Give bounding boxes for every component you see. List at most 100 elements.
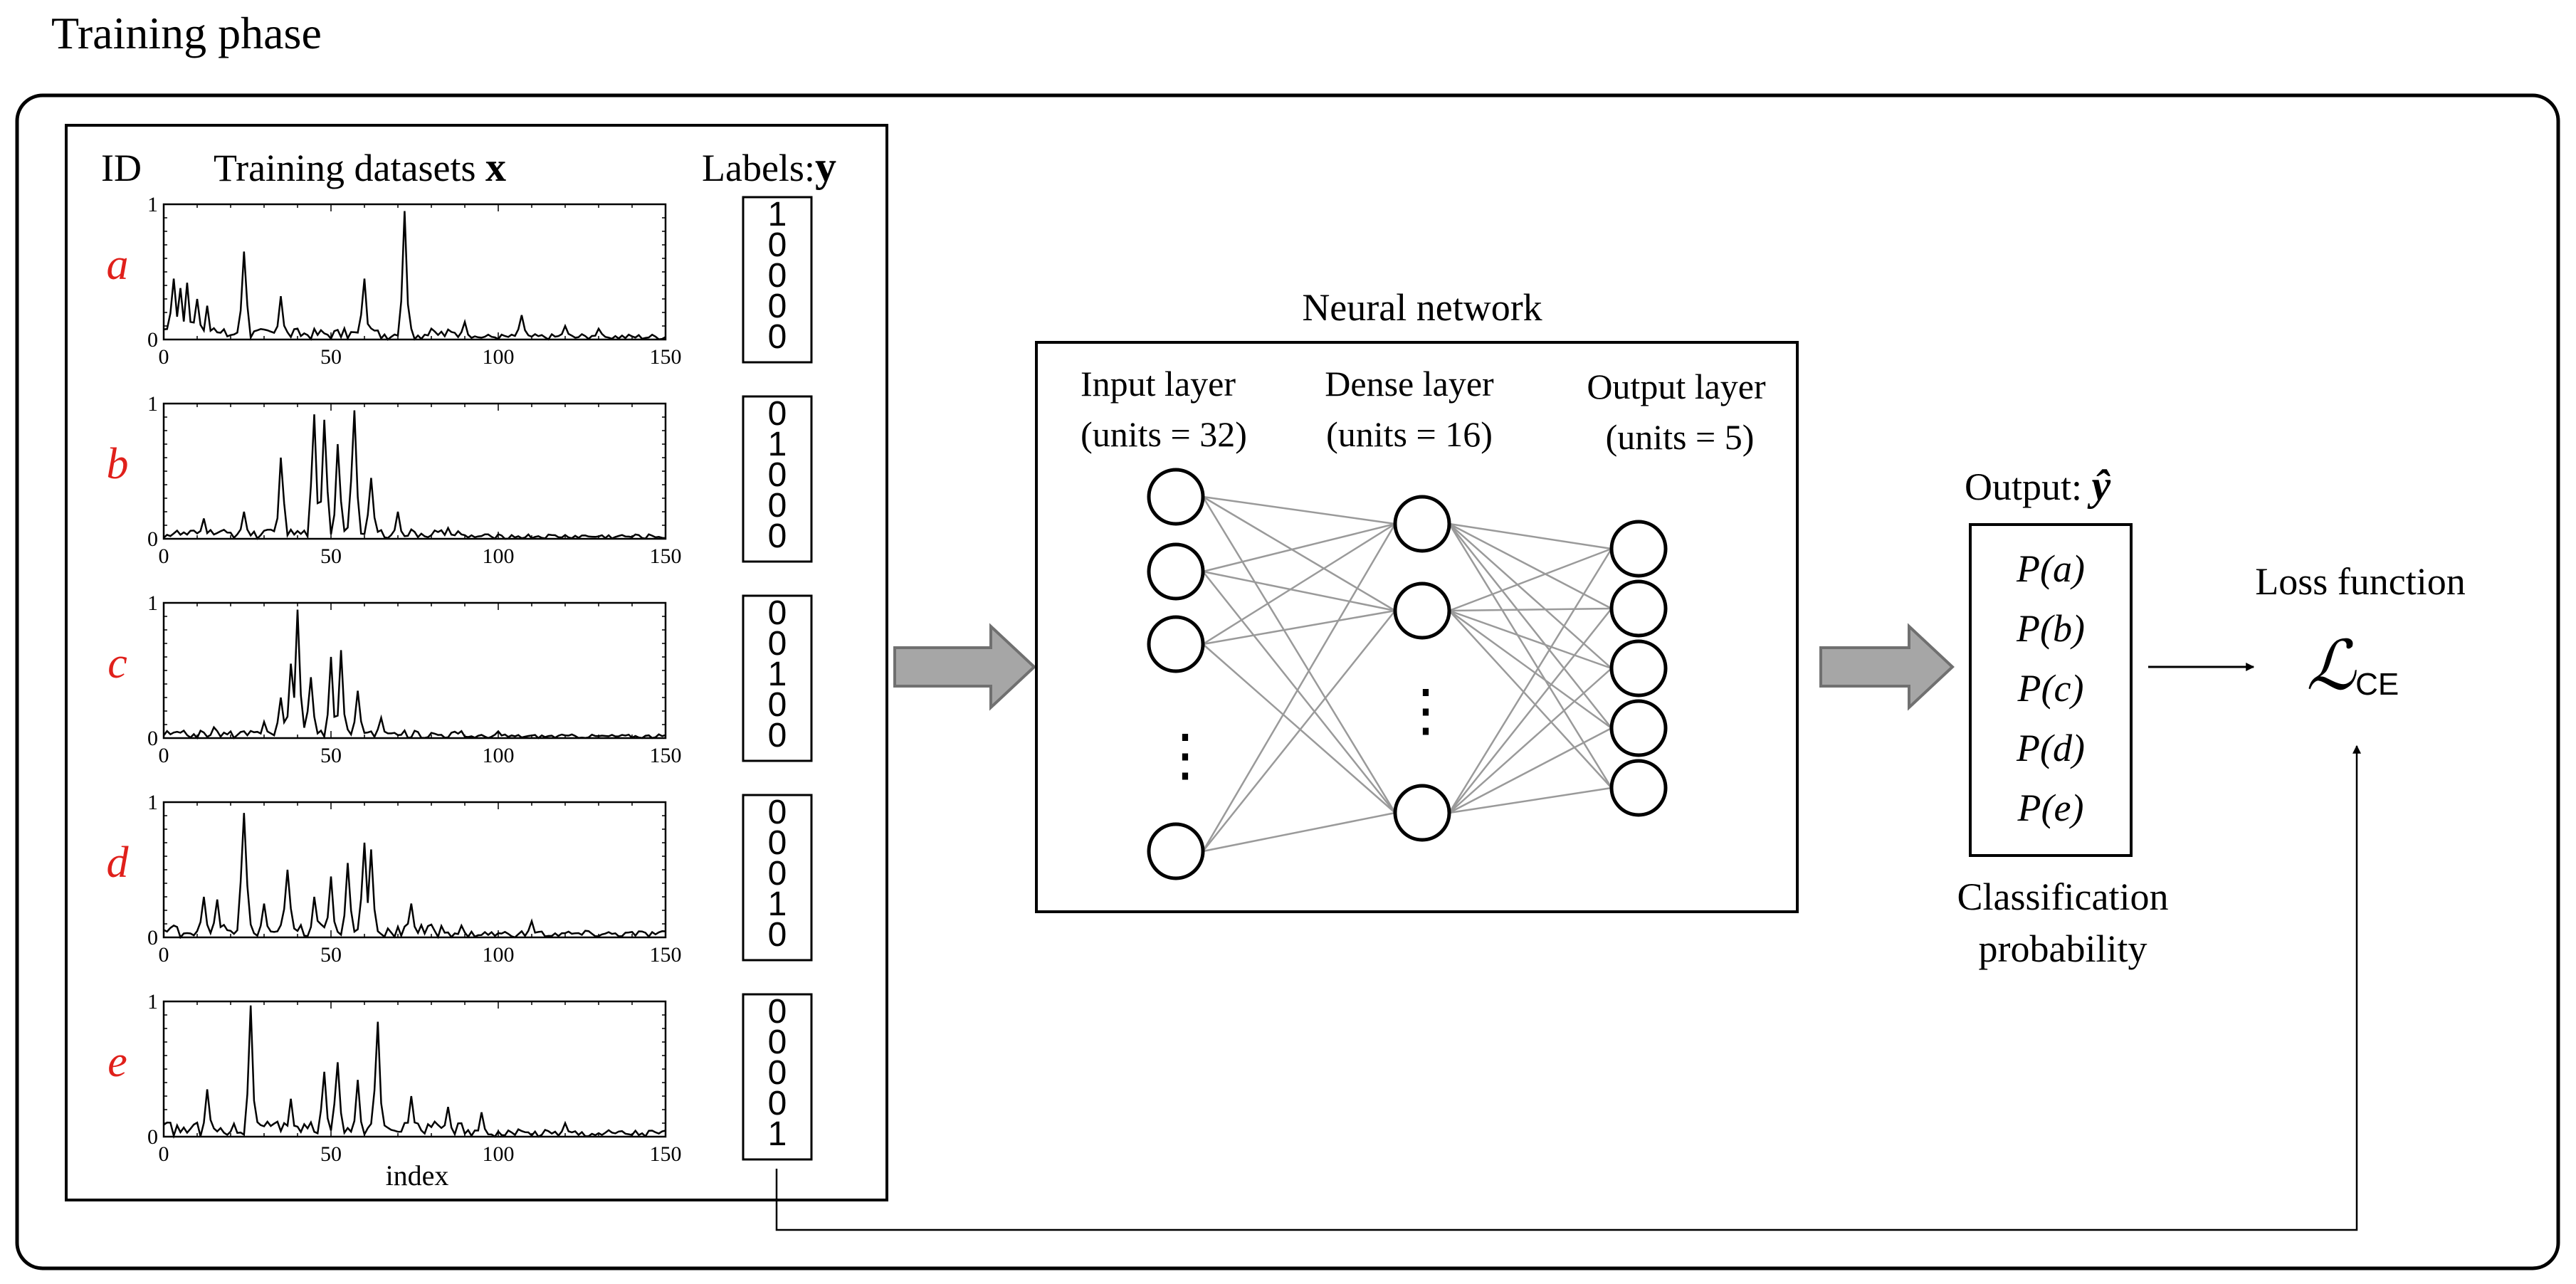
dataset-id-d: d	[107, 838, 130, 887]
x-tick-label: 50	[320, 1142, 342, 1166]
output-node	[1609, 759, 1668, 817]
label-vector-digit: 1	[768, 196, 787, 233]
label-vector-digit: 0	[768, 395, 787, 433]
label-vector-box	[742, 196, 813, 364]
y-tick-label: 0	[147, 328, 158, 352]
x-tick-label: 50	[320, 943, 342, 967]
network-nodes	[1147, 468, 1668, 880]
label-vector-box	[742, 993, 813, 1161]
y-tick-label: 0	[147, 1125, 158, 1149]
output-node	[1609, 520, 1668, 578]
input-layer-name: Input layer	[1081, 364, 1236, 404]
x-tick-label: 100	[483, 1142, 515, 1166]
dataset-id-a: a	[107, 241, 129, 289]
feedback-line	[775, 744, 2361, 1231]
label-vector-digit: 0	[768, 318, 787, 356]
label-vector-digit: 1	[768, 885, 787, 923]
x-tick-label: 150	[650, 544, 682, 568]
loss-symbol: ℒCE	[2306, 628, 2399, 704]
signal-trace	[163, 211, 666, 341]
probability-list: P(a)P(b)P(c)P(d)P(e)	[2016, 547, 2085, 829]
probability-item: P(c)	[2017, 667, 2084, 710]
label-vector-digit: 0	[768, 456, 787, 494]
network-edge	[1448, 548, 1613, 814]
network-edge	[1202, 811, 1396, 853]
arrow-to-network	[893, 623, 1036, 711]
y-tick-label: 0	[147, 527, 158, 551]
y-tick-label: 0	[147, 727, 158, 750]
probability-item: P(d)	[2016, 727, 2085, 769]
plot-ticks	[163, 403, 666, 540]
network-edges	[1202, 495, 1613, 853]
input-node	[1147, 822, 1205, 880]
input-node	[1147, 615, 1205, 673]
probability-item: P(e)	[2017, 786, 2084, 829]
network-edge	[1449, 547, 1612, 612]
y-tick-label: 1	[147, 591, 158, 615]
network-edge	[1202, 522, 1396, 573]
x-tick-label: 0	[159, 544, 169, 568]
input-layer-units: (units = 32)	[1081, 414, 1247, 454]
x-tick-label: 100	[483, 943, 515, 967]
plot-ticks	[163, 602, 666, 739]
network-edge	[1202, 643, 1396, 814]
network-edge	[1449, 610, 1612, 789]
outer-frame	[15, 93, 2560, 1270]
plot-frame	[162, 601, 667, 740]
datasets-title: Training datasets x	[214, 144, 506, 190]
network-edge	[1202, 610, 1396, 852]
x-tick-label: 0	[159, 1142, 169, 1166]
label-vector-digit: 0	[768, 288, 787, 325]
label-vector-digit: 0	[768, 855, 787, 893]
label-vector-digit: 0	[768, 625, 787, 663]
dataset-id-c: c	[107, 639, 127, 688]
label-vector-digit: 0	[768, 257, 787, 295]
x-tick-label: 0	[159, 943, 169, 967]
network-edge	[1449, 609, 1612, 730]
label-vector-digit: 1	[768, 1115, 787, 1153]
x-axis-label: index	[386, 1159, 449, 1191]
output-title-var: ŷ	[2088, 462, 2111, 509]
loss-symbol-subscript: CE	[2355, 667, 2399, 702]
network-edge	[1202, 496, 1397, 814]
network-edge	[1202, 522, 1396, 646]
network-edge	[1449, 523, 1612, 669]
labels-header: Labels:y	[702, 143, 836, 190]
label-vector-digit: 0	[768, 824, 787, 862]
output-layer-name: Output layer	[1587, 367, 1766, 406]
plot-ticks	[163, 1001, 666, 1137]
network-edge	[1202, 495, 1396, 525]
output-node	[1609, 639, 1668, 698]
x-tick-label: 100	[483, 345, 515, 369]
dataset-id-e: e	[107, 1038, 127, 1086]
label-vector-digit: 0	[768, 686, 787, 724]
output-title: Output: ŷ	[1965, 462, 2111, 509]
labels-header-var: y	[815, 143, 836, 190]
network-edge	[1449, 607, 1612, 612]
output-caption-line1: Classification	[1957, 875, 2169, 918]
x-tick-label: 150	[650, 345, 682, 369]
x-tick-label: 0	[159, 744, 169, 767]
x-tick-label: 150	[650, 943, 682, 967]
network-edge	[1448, 523, 1613, 789]
output-layer-units: (units = 5)	[1606, 417, 1755, 457]
probability-item: P(a)	[2016, 547, 2085, 590]
label-vector-digit: 0	[768, 517, 787, 555]
y-tick-label: 0	[147, 926, 158, 949]
network-edge	[1202, 570, 1396, 612]
y-tick-label: 1	[147, 193, 158, 216]
diagram-title: Training phase	[51, 8, 322, 58]
signal-trace	[163, 813, 666, 940]
label-vector-digit: 0	[768, 1023, 787, 1061]
datasets-title-text: Training datasets	[214, 147, 485, 189]
input-layer-ellipsis: ⋮	[1157, 725, 1214, 787]
y-tick-label: 1	[147, 392, 158, 416]
label-vector-digit: 0	[768, 1085, 787, 1122]
plot-frame	[162, 402, 667, 540]
arrow-to-output	[1819, 623, 1955, 711]
label-vector-digit: 0	[768, 594, 787, 632]
